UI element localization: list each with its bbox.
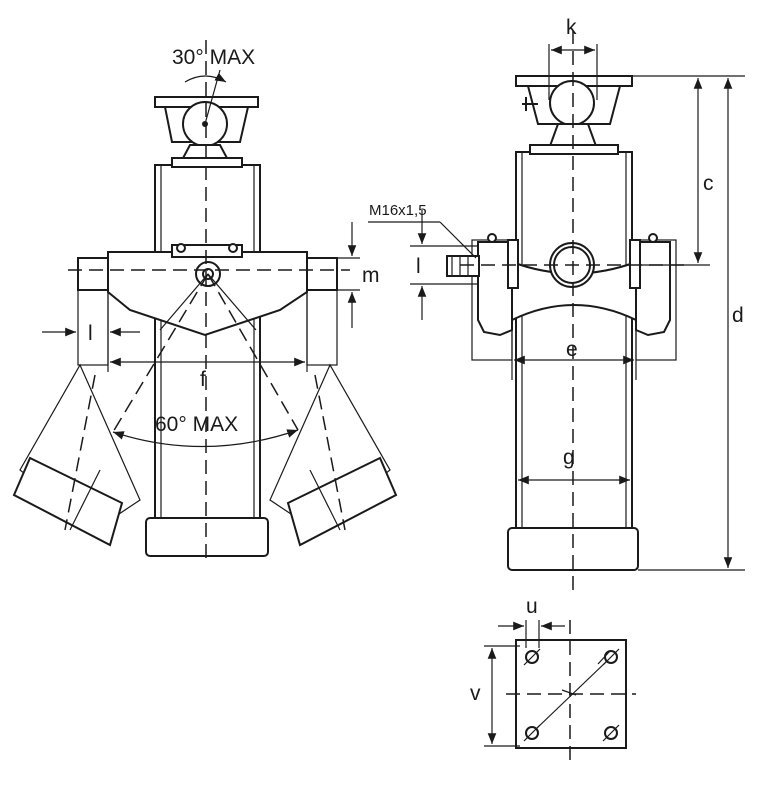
label-dim-l-right: l: [416, 255, 421, 278]
swung-cylinder-left: [12, 363, 141, 547]
label-dim-u: u: [526, 595, 538, 618]
top-ball-mount-side: [515, 75, 633, 155]
side-view: k c d e g M16x1,5 l: [368, 16, 745, 590]
label-dim-c: c: [703, 172, 714, 195]
label-dim-d: d: [732, 304, 744, 327]
front-view: 30° MAX 60° MAX f l m: [12, 40, 398, 560]
label-dim-v: v: [470, 682, 481, 705]
cylinder-foot-side: [507, 527, 639, 571]
label-dim-k: k: [566, 16, 577, 39]
label-dim-f: f: [200, 368, 206, 391]
label-thread-size: M16x1,5: [369, 202, 427, 219]
cylinder-body-front: [154, 164, 261, 526]
cylinder-foot-front: [145, 517, 269, 557]
label-dim-e: e: [566, 338, 578, 361]
label-swing-angle: 60° MAX: [155, 413, 238, 436]
bolt-hole-br: [604, 726, 618, 740]
bolt-hole-tl: [525, 650, 539, 664]
base-plate-view: u v: [470, 595, 636, 762]
label-tilt-angle: 30° MAX: [172, 46, 255, 69]
swung-cylinder-right: [269, 363, 398, 547]
trunnion-front: [77, 243, 338, 366]
bolt-hole-bl: [525, 726, 539, 740]
label-dim-m: m: [362, 264, 380, 287]
label-dim-g: g: [563, 446, 575, 469]
label-dim-l-left: l: [88, 322, 93, 345]
top-ball-mount-front: [154, 69, 259, 168]
